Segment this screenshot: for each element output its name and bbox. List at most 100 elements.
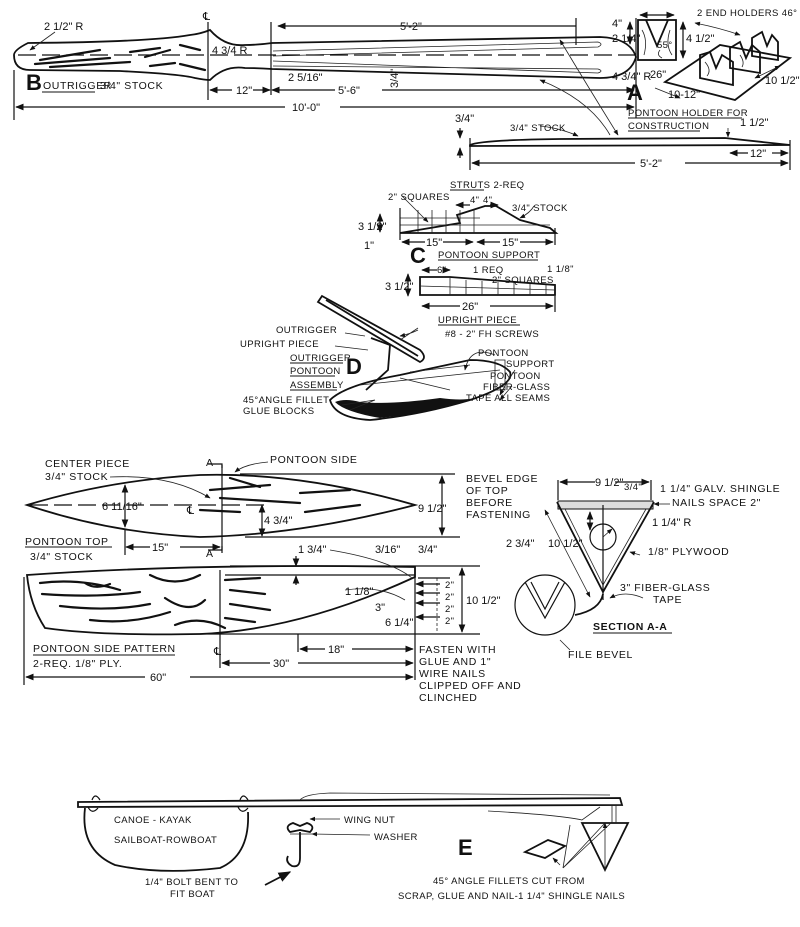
boat-label-2: SAILBOAT-ROWBOAT — [114, 835, 217, 846]
side-nose-b: 3/4" — [418, 544, 437, 556]
dim-slot-offset: 5'-2" — [400, 21, 422, 33]
profile-thin-end: 1 1/2" — [740, 117, 768, 129]
fasten-note-1: FASTEN WITH — [419, 644, 496, 656]
struts-squares: 2" SQUARES — [388, 192, 450, 203]
centerline-symbol: ℄ — [202, 11, 210, 23]
aa-radius: 1 1/4" R — [652, 517, 691, 529]
aa-nails-2: NAILS SPACE 2" — [672, 497, 761, 509]
section-marker-top: A — [206, 457, 214, 469]
side-spacing-3: 2" — [445, 604, 454, 615]
holder-angle: 55° — [657, 40, 673, 51]
section-c-letter: C — [410, 243, 426, 268]
fasten-note-4: CLIPPED OFF AND — [419, 680, 521, 692]
tape-label-1: FIBER-GLASS — [483, 382, 550, 393]
dim-hub-length: 12" — [236, 85, 252, 97]
struts-stock: 3/4" STOCK — [512, 203, 568, 214]
dim-end-gap: 4" — [612, 18, 622, 30]
top-half-width: 4 3/4" — [264, 515, 292, 527]
top-centerline: ℄ — [186, 505, 194, 517]
side-curve-a: 3" — [375, 602, 385, 614]
struts-half-a: 15" — [426, 237, 442, 249]
boat-label-1: CANOE - KAYAK — [114, 815, 192, 826]
fillet-label-1: 45°ANGLE FILLET — [243, 395, 329, 406]
bevel-note-3: BEFORE — [466, 497, 513, 509]
section-e-letter: E — [458, 835, 473, 860]
support-squares: 2" SQUARES — [492, 275, 554, 286]
side-spacing-1: 2" — [445, 580, 454, 591]
side-pattern-title: PONTOON SIDE PATTERN — [33, 643, 176, 655]
side-height: 10 1/2" — [466, 595, 501, 607]
top-width: 6 11/16" — [102, 501, 142, 513]
washer-label: WASHER — [374, 832, 418, 843]
upright-label: UPRIGHT PIECE — [240, 339, 319, 350]
fasten-note-2: GLUE AND 1" — [419, 656, 491, 668]
center-piece-stock: 3/4" STOCK — [45, 471, 108, 483]
section-a-title-2: CONSTRUCTION — [628, 121, 709, 132]
support-end: 1 1/8" — [547, 264, 574, 275]
aa-file-bevel: FILE BEVEL — [568, 649, 633, 661]
dim-slot-length: 5'-6" — [338, 85, 360, 97]
mounting-drawing — [77, 792, 630, 886]
profile-stock: 3/4" STOCK — [510, 123, 566, 134]
pontoon-top-drawing — [24, 461, 460, 555]
outrigger-profile — [456, 39, 791, 170]
section-a-title-1: PONTOON HOLDER FOR — [628, 108, 748, 119]
section-b-title: OUTRIGGER — [43, 80, 112, 92]
side-nose-a: 3/16" — [375, 544, 400, 556]
profile-length: 5'-2" — [640, 158, 662, 170]
wood-grain — [33, 43, 207, 72]
dim-tip-radius: 4 3/4" R — [612, 71, 651, 83]
aa-depth: 10 1/2" — [548, 538, 583, 550]
side-top-offset: 1 3/4" — [298, 544, 326, 556]
aa-top: 3/4" — [624, 482, 642, 493]
dim-overall-length: 10'-0" — [292, 102, 320, 114]
bevel-note-2: OF TOP — [466, 485, 508, 497]
bevel-note-1: BEVEL EDGE — [466, 473, 538, 485]
dim-slot-width: 3/4" — [389, 69, 401, 88]
side-curve-b: 6 1/4" — [385, 617, 413, 629]
bolt-label-2: FIT BOAT — [170, 889, 215, 900]
pontoon-top-stock: 3/4" STOCK — [30, 551, 93, 563]
fillet-label-2: GLUE BLOCKS — [243, 406, 314, 417]
section-a-letter: A — [627, 80, 643, 105]
wing-nut-label: WING NUT — [344, 815, 395, 826]
support-req: 1 REQ — [473, 265, 504, 276]
center-piece-label: CENTER PIECE — [45, 458, 130, 470]
struts-end: 1" — [364, 240, 374, 252]
section-b-stock: 3/4" STOCK — [100, 80, 163, 92]
fillets-label-1: 45° ANGLE FILLETS CUT FROM — [433, 876, 585, 887]
section-aa-drawing — [514, 478, 670, 651]
support-length: 26" — [462, 301, 478, 313]
assembly-title-1: OUTRIGGER — [290, 353, 351, 364]
pontoon-support-label-2: SUPPORT — [506, 359, 555, 370]
dim-end-radius: 2 1/2" R — [44, 21, 83, 33]
holder-notch-depth: 2 1/4" — [612, 33, 640, 45]
outrigger-label: OUTRIGGER — [276, 325, 337, 336]
section-b-letter: B — [26, 70, 42, 95]
support-lead: 6" — [437, 265, 446, 276]
upright-title: UPRIGHT PIECE — [438, 315, 517, 326]
struts-top-b: 4" — [483, 195, 492, 206]
aa-tape-1: 3" FIBER-GLASS — [620, 582, 710, 594]
pontoon-support-label-1: PONTOON — [478, 348, 529, 359]
fasten-note-5: CLINCHED — [419, 692, 477, 704]
top-overall: 9 1/2" — [418, 503, 446, 515]
struts-top-a: 4" — [470, 195, 479, 206]
holder-base-width: 10 1/2" — [765, 75, 800, 87]
holder-height: 4 1/2" — [686, 33, 714, 45]
side-pattern-req: 2-REQ. 1/8" PLY. — [33, 658, 122, 670]
side-length: 60" — [150, 672, 166, 684]
struts-height: 3 1/2" — [358, 221, 386, 233]
side-nose-c: 1 1/8" — [345, 586, 373, 598]
holder-spacing: 26" — [650, 69, 666, 81]
support-title: PONTOON SUPPORT — [438, 250, 540, 261]
holder-count-label: 2 END HOLDERS 46° — [697, 8, 797, 19]
pontoon-side-label: PONTOON SIDE — [270, 454, 358, 466]
dim-neck-width: 2 5/16" — [288, 72, 323, 84]
assembly-title-3: ASSEMBLY — [290, 380, 344, 391]
pontoon-holder-drawing — [626, 11, 793, 101]
section-marker-bottom: A — [206, 548, 214, 560]
aa-inner: 2 3/4" — [506, 538, 534, 550]
bevel-note-4: FASTENING — [466, 509, 531, 521]
outrigger-plan — [13, 18, 640, 120]
